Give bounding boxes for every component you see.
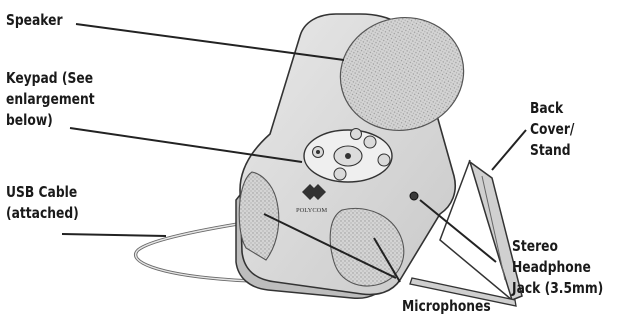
leader-line-usb (61, 233, 167, 237)
polycom-logo-icon (302, 184, 326, 200)
volume-up-icon (363, 135, 377, 149)
headphone-jack (409, 191, 419, 201)
leader-lines (61, 23, 527, 283)
label-stereo-headphone-jack: Stereo Headphone Jack (3.5mm) (512, 237, 604, 297)
label-back-cover: Back Cover/ Stand (530, 99, 575, 159)
call-button-icon (377, 153, 391, 167)
brand-wordmark: POLYCOM (296, 207, 327, 214)
leader-line-speaker (75, 23, 345, 61)
label-microphones: Microphones (402, 297, 491, 315)
mute-button-icon (345, 153, 351, 159)
volume-down-icon (333, 167, 347, 181)
hangup-button-icon (350, 128, 362, 140)
leader-line-keypad (69, 127, 303, 163)
leader-line-jack (419, 199, 497, 263)
back-stand (409, 159, 523, 307)
keypad (303, 128, 393, 183)
speaker-grille (339, 16, 465, 132)
leader-line-mic-right (373, 237, 401, 283)
microphone-grille-left (238, 171, 280, 261)
label-usb-cable: USB Cable (attached) (6, 183, 79, 222)
label-keypad: Keypad (See enlargement below) (6, 69, 95, 129)
speakerphone-body: POLYCOM (235, 13, 465, 300)
leader-line-mic-left (263, 213, 397, 279)
label-speaker: Speaker (6, 11, 63, 29)
leader-line-back-cover (491, 129, 527, 171)
